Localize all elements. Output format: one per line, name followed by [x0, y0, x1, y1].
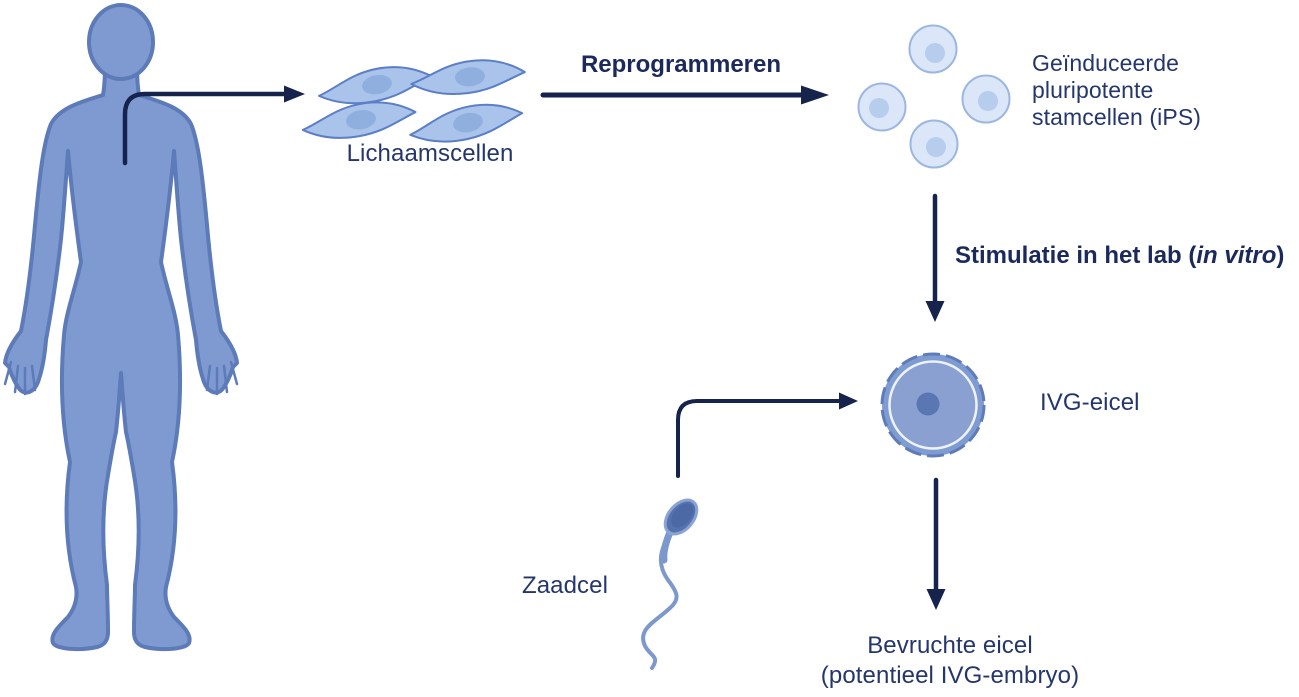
stimulation-arrow — [925, 193, 945, 322]
arrowhead-right-icon — [839, 392, 858, 410]
fertilized-egg-label: Bevruchte eicel (potentieel IVG-embryo) — [770, 631, 1130, 691]
ips-label-line1: Geïnduceerde — [1032, 50, 1179, 76]
sperm-head — [663, 498, 699, 536]
stimulation-step-label: Stimulatie in het lab (in vitro) — [955, 242, 1284, 270]
arrowhead-right-icon — [801, 85, 829, 105]
egg-cell-illustration — [880, 352, 986, 458]
sperm-cell-illustration — [641, 498, 699, 670]
body-cells-label: Lichaamscellen — [346, 140, 514, 167]
arrowhead-right-icon — [284, 85, 305, 103]
fertilized-egg-label-line2: (potentieel IVG-embryo) — [820, 662, 1080, 689]
sperm-to-egg-arrow — [676, 392, 858, 478]
egg-nucleus — [916, 392, 940, 416]
ips-stem-cells-label: Geïnduceerde pluripotente stamcellen (iP… — [1032, 50, 1201, 131]
arrowhead-down-icon — [926, 589, 946, 610]
stimulation-label-invitro: in vitro — [1196, 242, 1277, 269]
reprogram-arrow — [540, 85, 829, 105]
sperm-cell-label: Zaadcel — [521, 572, 609, 599]
body-to-cells-arrow — [122, 85, 305, 166]
arrowhead-down-icon — [925, 301, 945, 322]
ips-label-line2: pluripotente — [1032, 77, 1154, 103]
stimulation-label-suffix: ) — [1276, 242, 1285, 269]
ips-label-line3: stamcellen (iPS) — [1032, 104, 1202, 130]
fertilized-egg-label-line1: Bevruchte eicel — [867, 632, 1033, 659]
hand-fingers-detail — [3, 360, 239, 396]
fertilization-arrow — [926, 477, 946, 610]
stimulation-label-prefix: Stimulatie in het lab ( — [955, 242, 1197, 269]
ivg-egg-label: IVG-eicel — [1040, 389, 1140, 416]
body-cells-illustration — [301, 59, 526, 143]
human-figure-illustration — [3, 3, 239, 652]
reprogram-step-label: Reprogrammeren — [580, 51, 782, 78]
sperm-tail — [641, 528, 679, 670]
stem-cells-illustration — [857, 24, 1011, 169]
